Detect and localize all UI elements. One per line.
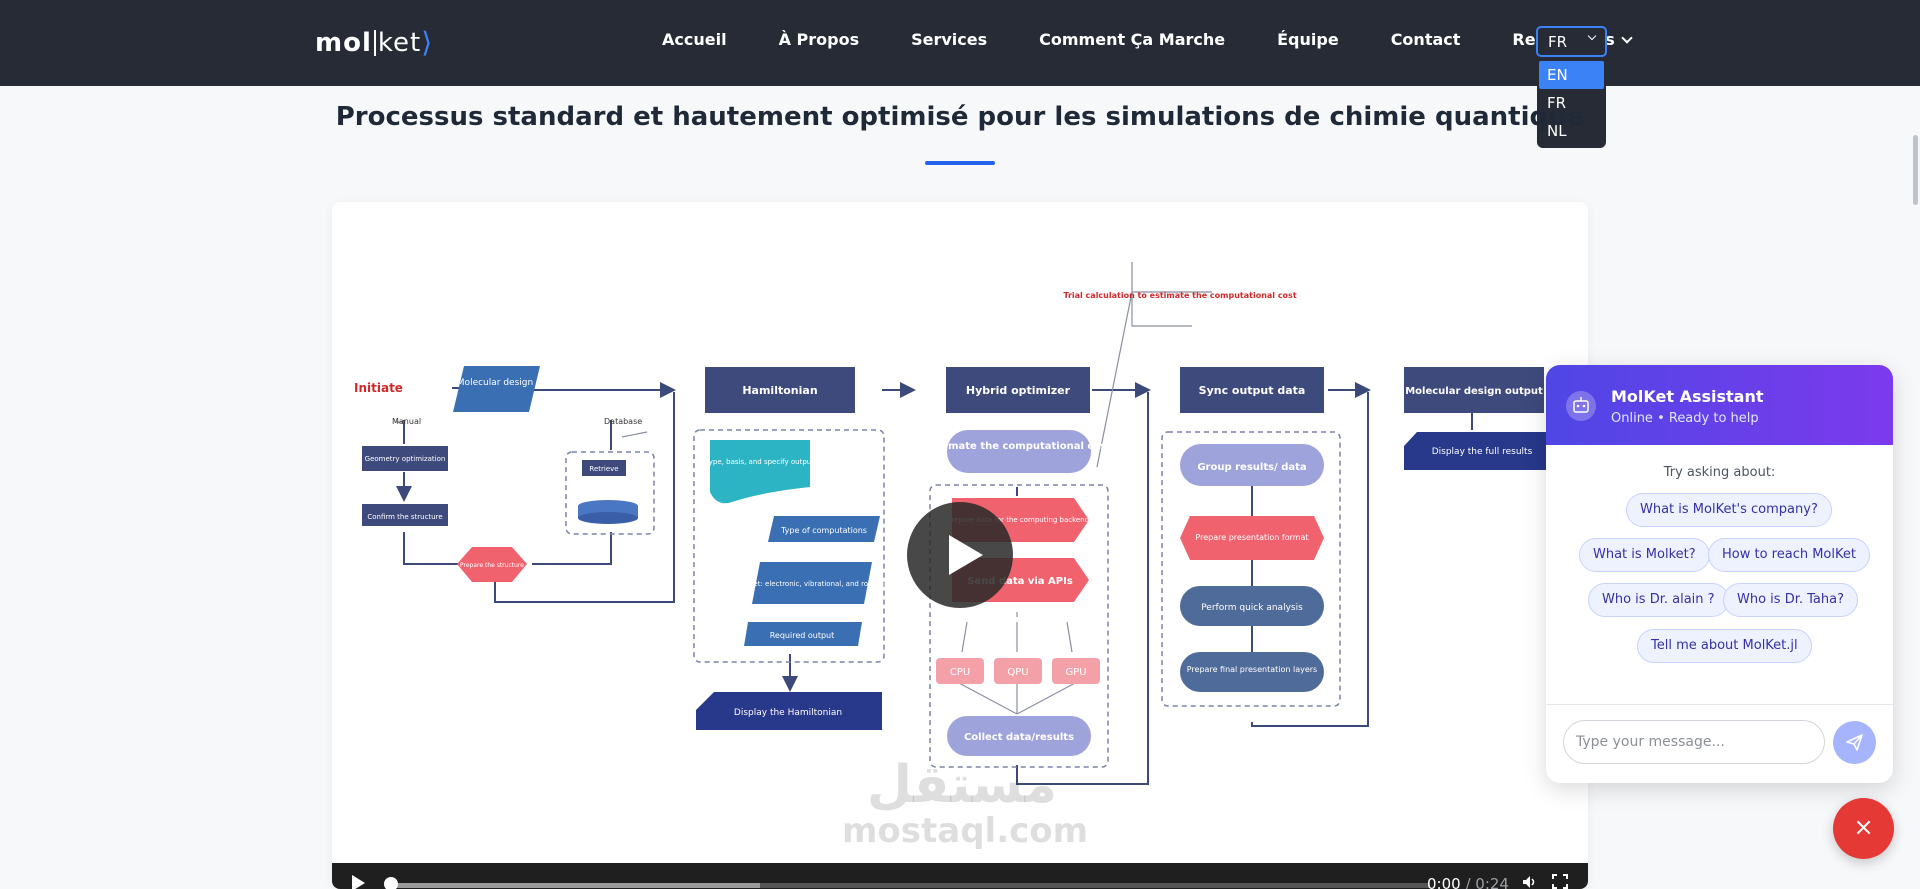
mol-design-output-label: Molecular design output	[1405, 386, 1543, 397]
language-option-nl[interactable]: NL	[1547, 122, 1567, 140]
trial-calc-label: Trial calculation to estimate the comput…	[1063, 291, 1296, 300]
prepare-data-label: Prepare data for the computing backends	[947, 516, 1093, 524]
language-option-en[interactable]: EN	[1539, 61, 1604, 89]
confirm-structure-label: Confirm the structure	[367, 513, 442, 521]
language-select[interactable]: FR	[1536, 26, 1607, 57]
logo-rangle: ⟩	[421, 26, 434, 59]
suggestion-chip[interactable]: Who is Dr. Taha?	[1723, 583, 1858, 617]
chat-widget: MolKet Assistant Online • Ready to help …	[1546, 365, 1893, 783]
group-results-label: Group results/ data	[1197, 462, 1306, 473]
hybrid-optimizer-label: Hybrid optimizer	[966, 384, 1071, 397]
progress-buffer	[390, 883, 760, 888]
display-hamiltonian-label: Display the Hamiltonian	[734, 708, 842, 718]
language-select-value: FR	[1548, 33, 1568, 51]
chat-divider	[1546, 704, 1893, 705]
chat-body: Try asking about: What is MolKet's compa…	[1546, 445, 1893, 705]
collect-data-label: Collect data/results	[964, 732, 1074, 743]
nav-link-accueil[interactable]: Accueil	[662, 30, 727, 49]
current-time: 0:00	[1427, 875, 1461, 889]
language-dropdown: EN FR NL	[1537, 59, 1606, 148]
volume-icon[interactable]	[1522, 875, 1538, 889]
chat-message-input[interactable]	[1563, 720, 1825, 764]
chevron-down-icon	[1587, 31, 1597, 41]
display-full-label: Display the full results	[1432, 447, 1533, 457]
nav-link-services[interactable]: Services	[911, 30, 988, 49]
duration: 0:24	[1475, 875, 1509, 889]
watermark: مستقل mostaql.com	[842, 755, 1089, 851]
prepare-format-label: Prepare presentation format	[1195, 533, 1308, 542]
play-icon[interactable]	[352, 875, 365, 889]
type-computations-label: Type of computations	[780, 526, 867, 535]
video-controls: 0:00 / 0:24	[332, 863, 1588, 889]
send-data-label: Send data via APIs	[967, 576, 1073, 587]
workflow-diagram: Initiate Molecular design Manual Databas…	[354, 262, 1562, 785]
geometry-opt-label: Geometry optimization	[365, 455, 446, 463]
molecular-design-label: Molecular design	[457, 378, 533, 388]
send-button[interactable]	[1833, 721, 1876, 764]
nav-link-a-propos[interactable]: À Propos	[778, 30, 860, 49]
chat-title: MolKet Assistant	[1611, 387, 1764, 406]
progress-knob[interactable]	[384, 877, 398, 889]
page-scrollbar[interactable]	[1913, 135, 1918, 205]
watermark-arabic: مستقل	[866, 755, 1058, 815]
send-icon	[1846, 734, 1863, 751]
try-label: Try asking about:	[1663, 465, 1776, 480]
suggestion-chip[interactable]: Tell me about MolKet.jl	[1637, 629, 1812, 663]
suggestion-chip[interactable]: What is MolKet's company?	[1626, 493, 1832, 527]
logo[interactable]: mol ket ⟩	[315, 26, 433, 59]
robot-icon	[1573, 397, 1589, 413]
nav-link-comment-ca-marche[interactable]: Comment Ça Marche	[1039, 30, 1226, 49]
fullscreen-icon[interactable]	[1552, 874, 1568, 889]
time-separator: /	[1460, 875, 1476, 889]
time-display: 0:00 / 0:24	[1427, 875, 1509, 889]
type-basis-label: type, basis, and specify output	[706, 458, 814, 466]
progress-track[interactable]	[390, 883, 1430, 888]
cpu-label: CPU	[950, 667, 970, 678]
initiate-label: Initiate	[354, 381, 403, 395]
manual-label: Manual	[392, 417, 421, 426]
logo-bar	[373, 29, 376, 56]
chevron-down-icon	[1621, 31, 1633, 44]
gpu-label: GPU	[1065, 667, 1086, 678]
section-title: Processus standard et hautement optimisé…	[335, 102, 1585, 132]
video-player[interactable]: Initiate Molecular design Manual Databas…	[332, 202, 1588, 889]
chat-close-button[interactable]: ×	[1833, 798, 1894, 859]
database-label: Database	[604, 417, 642, 426]
logo-mol: mol	[315, 27, 372, 58]
nav-links: Accueil À Propos Services Comment Ça Mar…	[662, 30, 1633, 49]
bot-avatar	[1566, 391, 1596, 421]
quick-analysis-label: Perform quick analysis	[1201, 603, 1303, 613]
title-underline	[925, 161, 995, 165]
final-layers-label: Prepare final presentation layers	[1187, 665, 1317, 674]
suggestion-chip[interactable]: What is Molket?	[1579, 538, 1710, 572]
hamiltonian-label: Hamiltonian	[742, 384, 817, 397]
watermark-domain: mostaql.com	[842, 811, 1089, 851]
language-option-fr[interactable]: FR	[1547, 94, 1567, 112]
retrieve-label: Retrieve	[589, 465, 618, 473]
basis-set-label: Basis set: electronic, vibrational, and …	[729, 580, 895, 588]
chat-status: Online • Ready to help	[1611, 411, 1759, 426]
prepare-structure-label: Prepare the structure	[460, 562, 524, 569]
chat-header: MolKet Assistant Online • Ready to help	[1546, 365, 1893, 445]
estimate-cost-label: Estimate the computational cost	[927, 441, 1111, 452]
suggestion-chip[interactable]: How to reach MolKet	[1708, 538, 1870, 572]
qpu-label: QPU	[1007, 667, 1028, 678]
play-overlay-button[interactable]	[907, 502, 1013, 608]
navbar: mol ket ⟩ Accueil À Propos Services Comm…	[0, 0, 1920, 86]
sync-output-label: Sync output data	[1199, 384, 1306, 397]
nav-link-equipe[interactable]: Équipe	[1277, 30, 1339, 49]
suggestion-chip[interactable]: Who is Dr. alain ?	[1588, 583, 1729, 617]
logo-ket: ket	[377, 27, 422, 58]
required-output-label: Required output	[770, 631, 835, 640]
nav-link-contact[interactable]: Contact	[1390, 30, 1461, 49]
